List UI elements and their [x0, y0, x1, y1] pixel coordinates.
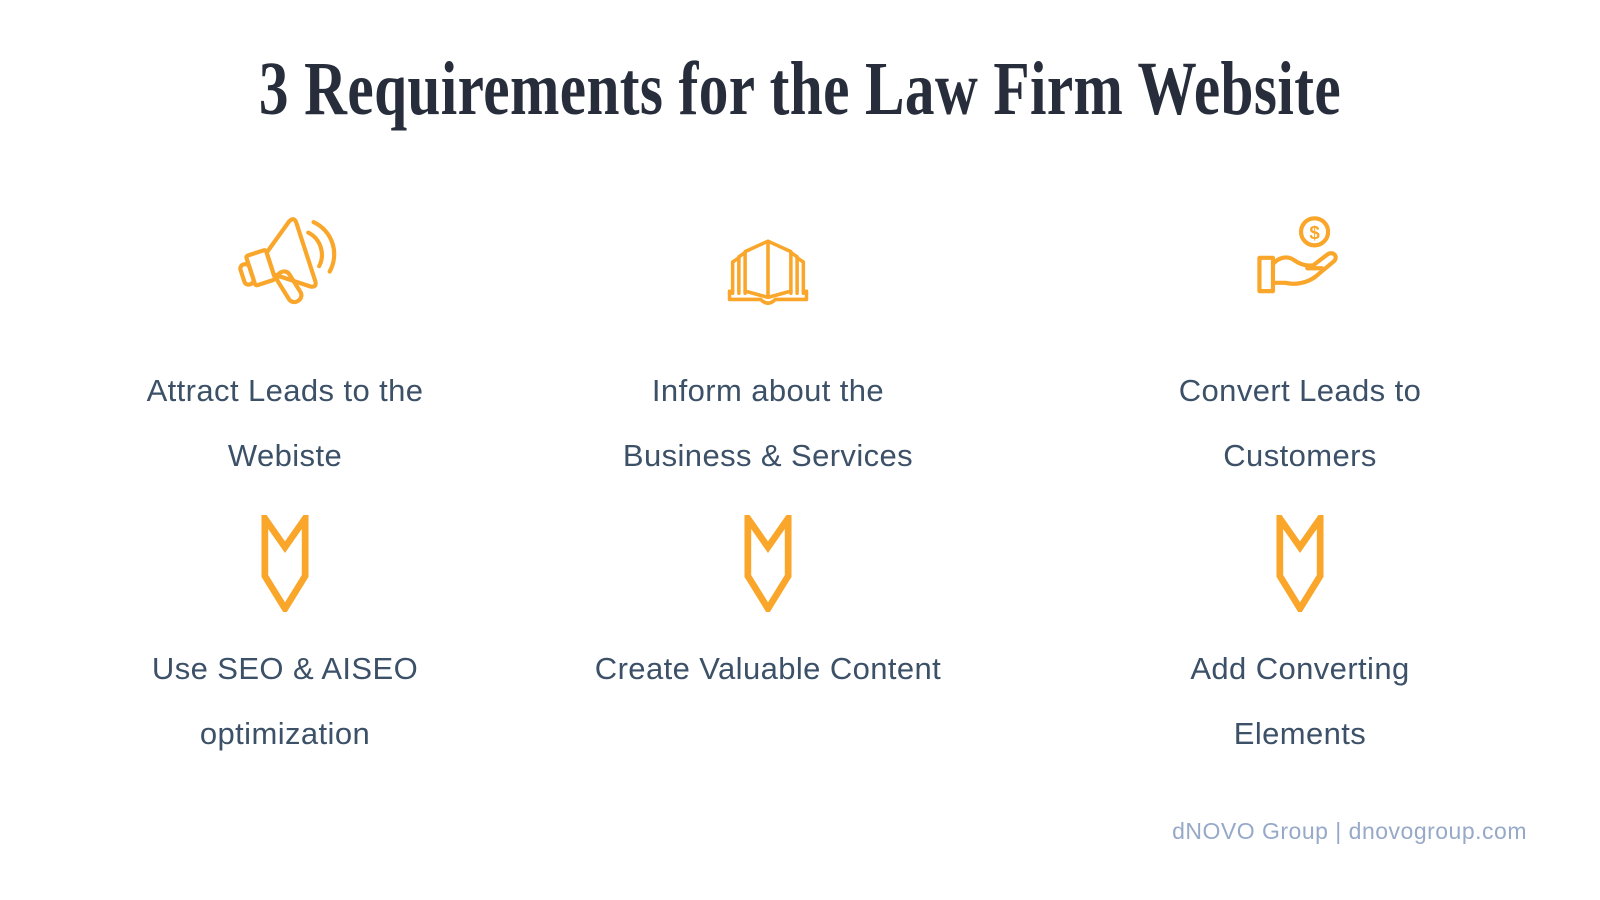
- requirement-text: Convert Leads to Customers: [1178, 373, 1422, 473]
- column-attract-leads: Attract Leads to the Webiste Use SEO & A…: [45, 0, 525, 900]
- action-text: Create Valuable Content: [594, 651, 942, 686]
- footer-credit: dNOVO Group | dnovogroup.com: [1172, 818, 1527, 844]
- requirement-text: Inform about the Business & Services: [622, 373, 914, 473]
- action-text: Use SEO & AISEO optimization: [151, 651, 419, 751]
- page-title: 3 Requirements for the Law Firm Website: [258, 47, 1342, 131]
- down-arrow-icon: [1276, 515, 1324, 612]
- hand-coin-icon: $: [1248, 210, 1352, 314]
- action-text: Add Converting Elements: [1190, 651, 1410, 751]
- requirement-text: Attract Leads to the Webiste: [146, 373, 424, 473]
- open-book-icon: [716, 210, 820, 314]
- column-inform: Inform about the Business & Services Cre…: [528, 0, 1008, 900]
- megaphone-icon: [233, 210, 337, 314]
- down-arrow-icon: [261, 515, 309, 612]
- dollar-sign-glyph: $: [1309, 222, 1320, 243]
- down-arrow-icon: [744, 515, 792, 612]
- column-convert: $ Convert Leads to Customers Add Convert…: [1060, 0, 1540, 900]
